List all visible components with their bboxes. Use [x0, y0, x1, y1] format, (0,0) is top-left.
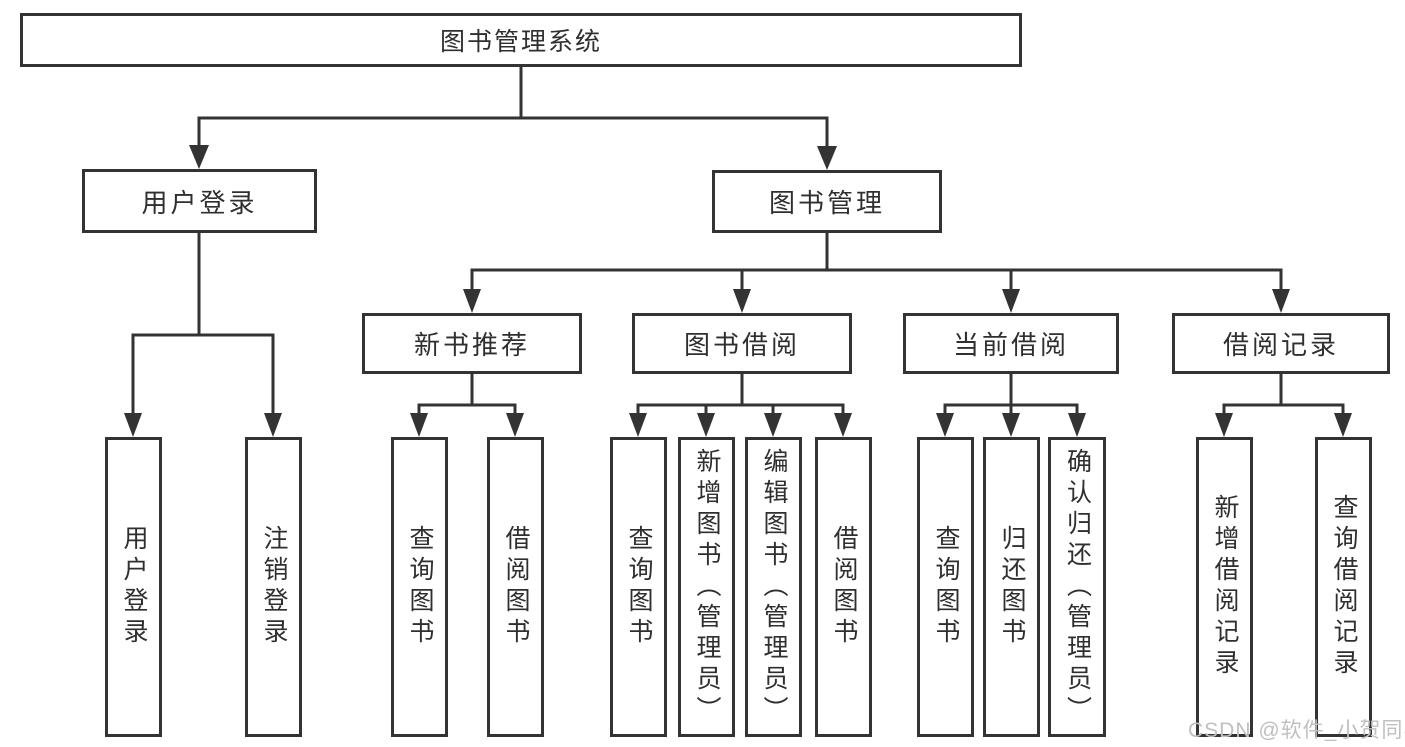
leaf-current-return-books-label: 归还图书	[998, 525, 1026, 649]
leaf-recommend-query-books: 查询图书	[391, 437, 448, 737]
leaf-user-login-label: 用户登录	[120, 525, 148, 649]
node-book-management-label: 图书管理	[768, 188, 885, 218]
leaf-recommend-query-books-label: 查询图书	[406, 525, 434, 649]
node-root-label: 图书管理系统	[439, 28, 602, 56]
leaf-borrow-edit-books-admin-label: 编辑图书（管理员）	[760, 447, 788, 727]
leaf-current-confirm-return-admin-label: 确认归还（管理员）	[1063, 447, 1092, 727]
leaf-logout: 注销登录	[245, 437, 302, 737]
leaf-current-query-books-label: 查询图书	[932, 525, 960, 649]
node-book-management: 图书管理	[712, 170, 942, 233]
node-book-borrow: 图书借阅	[632, 313, 852, 374]
node-user-login: 用户登录	[82, 169, 317, 233]
connector-recommend-to-leaves	[410, 372, 524, 437]
leaf-recommend-borrow-books-label: 借阅图书	[502, 525, 530, 649]
leaf-logout-label: 注销登录	[260, 525, 288, 649]
leaf-records-query-record: 查询借阅记录	[1315, 437, 1372, 737]
leaf-records-query-record-label: 查询借阅记录	[1330, 494, 1358, 680]
leaf-current-query-books: 查询图书	[917, 437, 974, 737]
leaf-records-add-record-label: 新增借阅记录	[1211, 494, 1239, 680]
leaf-borrow-query-books-label: 查询图书	[625, 525, 653, 649]
node-current-borrow-label: 当前借阅	[952, 330, 1069, 360]
connector-borrow-to-leaves	[629, 372, 852, 437]
node-new-book-recommend-label: 新书推荐	[413, 330, 530, 360]
connector-login-to-leaves	[124, 231, 282, 437]
node-new-book-recommend: 新书推荐	[362, 313, 582, 374]
leaf-borrow-add-books-admin-label: 新增图书（管理员）	[693, 447, 721, 727]
leaf-borrow-borrow-books: 借阅图书	[815, 437, 872, 737]
leaf-recommend-borrow-books: 借阅图书	[487, 437, 544, 737]
leaf-borrow-edit-books-admin: 编辑图书（管理员）	[745, 437, 802, 737]
leaf-current-return-books: 归还图书	[983, 437, 1040, 737]
node-user-login-label: 用户登录	[141, 187, 258, 218]
connector-management-to-level3	[463, 231, 1290, 313]
node-borrow-records: 借阅记录	[1172, 313, 1390, 374]
leaf-records-add-record: 新增借阅记录	[1196, 437, 1253, 737]
leaf-current-confirm-return-admin: 确认归还（管理员）	[1048, 437, 1106, 737]
leaf-borrow-add-books-admin: 新增图书（管理员）	[678, 437, 735, 737]
node-root-system: 图书管理系统	[20, 13, 1022, 67]
connector-root-to-level2	[189, 65, 837, 170]
node-borrow-records-label: 借阅记录	[1222, 330, 1339, 360]
leaf-borrow-borrow-books-label: 借阅图书	[830, 525, 858, 649]
leaf-borrow-query-books: 查询图书	[610, 437, 667, 737]
connector-records-to-leaves	[1215, 372, 1352, 437]
connector-current-to-leaves	[936, 372, 1086, 437]
node-book-borrow-label: 图书借阅	[683, 330, 800, 360]
csdn-watermark: CSDN @软件_小贺同学	[1188, 719, 1405, 742]
node-current-borrow: 当前借阅	[903, 313, 1119, 374]
leaf-user-login: 用户登录	[105, 437, 162, 737]
